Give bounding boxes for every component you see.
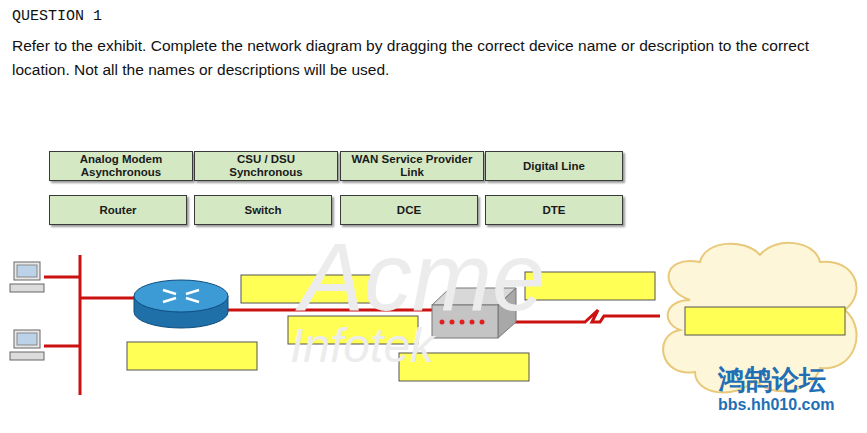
watermark: Acme xyxy=(300,222,545,332)
question-title: QUESTION 1 xyxy=(12,8,102,25)
forum-url: bbs.hh010.com xyxy=(718,396,834,414)
option-text: WAN Service Provider Link xyxy=(341,153,483,179)
option-box: Switch xyxy=(194,195,332,225)
option-text: Analog Modem Asynchronous xyxy=(50,153,192,179)
option-text: Router xyxy=(95,204,140,217)
option-box: DTE xyxy=(485,195,623,225)
option-box: DCE xyxy=(340,195,478,225)
option-text: DTE xyxy=(539,204,570,217)
question-text: Refer to the exhibit. Complete the netwo… xyxy=(12,34,857,82)
option-box: Router xyxy=(49,195,187,225)
pc-icon xyxy=(10,262,44,360)
option-box: Digital Line xyxy=(485,151,623,181)
forum-logo: 鸿鹄论坛 xyxy=(718,362,826,398)
option-box: CSU / DSU Synchronous xyxy=(194,151,338,181)
router-icon xyxy=(134,280,228,328)
option-box: WAN Service Provider Link xyxy=(340,151,484,181)
option-text: Digital Line xyxy=(519,160,589,173)
watermark: Infotek xyxy=(290,318,434,373)
option-text: DCE xyxy=(393,204,425,217)
option-box: Analog Modem Asynchronous xyxy=(49,151,193,181)
option-text: Switch xyxy=(240,204,285,217)
option-text: CSU / DSU Synchronous xyxy=(195,153,337,179)
